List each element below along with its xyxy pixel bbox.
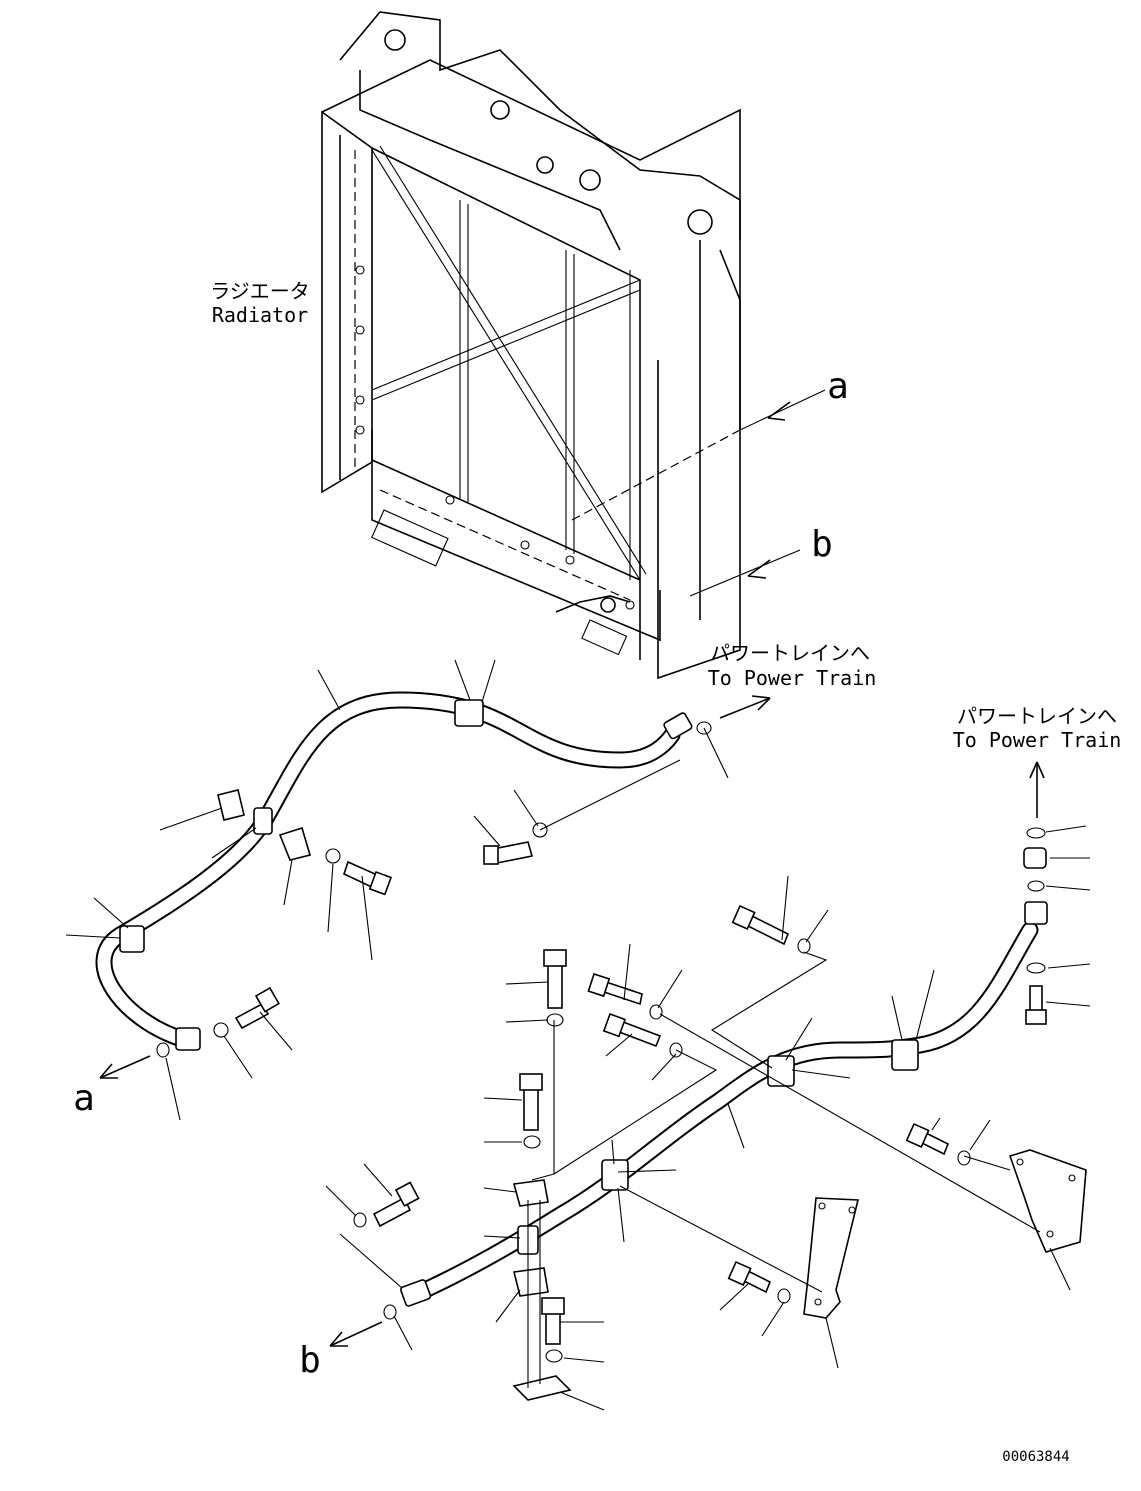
to-power-train-1-jp: パワートレインへ xyxy=(710,641,870,665)
ref-b-top: b xyxy=(811,524,833,565)
radiator-drawing xyxy=(321,11,741,680)
upper-hose-hardware xyxy=(156,721,712,1058)
ref-a-top: a xyxy=(827,366,849,407)
to-power-train-1-en: To Power Train xyxy=(708,666,877,690)
right-fittings xyxy=(1023,827,1047,1025)
lower-leaders xyxy=(325,825,1091,1411)
drawing-number: 00063844 xyxy=(1002,1449,1069,1465)
upper-leaders xyxy=(65,659,729,1121)
arrow-b-bottom xyxy=(329,1321,383,1347)
arrow-a-bottom xyxy=(99,1055,151,1079)
radiator-label-jp: ラジエータ xyxy=(210,279,310,303)
leader-b-top xyxy=(689,549,801,597)
lower-hose-hardware xyxy=(339,904,1087,1401)
arrow-a-top xyxy=(767,401,791,421)
ref-a-bottom: a xyxy=(73,1078,95,1119)
arrow-b-top xyxy=(747,559,771,579)
leader-a-top xyxy=(739,389,826,431)
radiator-label-en: Radiator xyxy=(212,303,308,327)
dash-a-top xyxy=(571,429,741,521)
arrow-power-train-1 xyxy=(719,697,771,719)
to-power-train-2-jp: パワートレインへ xyxy=(957,704,1117,728)
lower-hose xyxy=(400,901,1048,1307)
upper-hose xyxy=(95,691,693,1051)
to-power-train-2-en: To Power Train xyxy=(953,728,1122,752)
ref-b-bottom: b xyxy=(299,1340,321,1381)
